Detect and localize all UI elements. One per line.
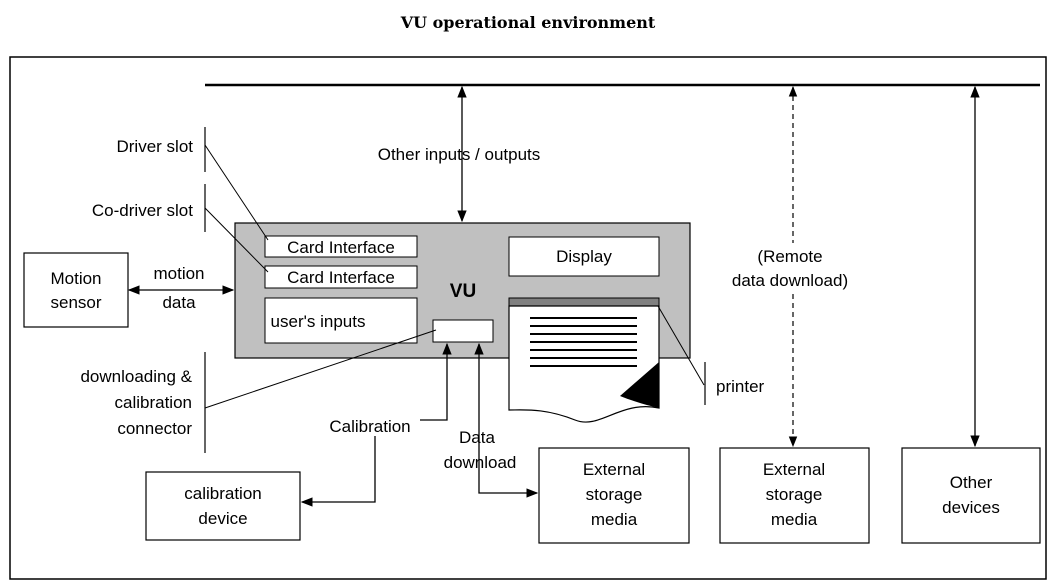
remote-label-1: (Remote (757, 247, 822, 266)
display-box (508, 236, 660, 277)
users-inputs-label: user's inputs (271, 312, 366, 331)
printer-label: printer (716, 377, 765, 396)
calibration-device-box (145, 471, 301, 541)
card-interface-2 (264, 265, 418, 289)
display-label: Display (556, 247, 612, 266)
vu-label: VU (450, 281, 476, 302)
diagram-title: VU operational environment (400, 13, 656, 32)
card-interface-2-label: Card Interface (287, 268, 395, 287)
motion-sensor-label-2: sensor (50, 293, 101, 312)
calibration-label: Calibration (329, 417, 410, 436)
printed-lines (530, 317, 637, 367)
other-devices-label-1: Other (950, 473, 993, 492)
external-storage-a-box (538, 447, 690, 544)
external-storage-b-box (719, 447, 870, 544)
external-storage-a-label-3: media (591, 510, 638, 529)
external-storage-b-label-2: storage (766, 485, 823, 504)
external-storage-a-label-1: External (583, 460, 645, 479)
other-devices-box (901, 447, 1041, 544)
other-io-label: Other inputs / outputs (378, 145, 541, 164)
calibration-device-label-2: device (198, 509, 247, 528)
card-interface-1-label: Card Interface (287, 238, 395, 257)
connector-label-1: downloading & (80, 367, 192, 386)
card-interface-1 (264, 235, 418, 258)
outer-frame (9, 56, 1047, 580)
connector-label-2: calibration (115, 393, 193, 412)
users-inputs-box (264, 297, 418, 344)
printer-leader (657, 305, 705, 386)
motion-data-bg (148, 266, 210, 283)
external-storage-a-label-2: storage (586, 485, 643, 504)
motion-sensor-box (23, 252, 129, 328)
driver-slot-label: Driver slot (116, 137, 193, 156)
data-download-arrow (474, 342, 539, 498)
remote-label-bg (745, 243, 845, 293)
calibration-device-label-1: calibration (184, 484, 262, 503)
data-download-label-2: download (444, 453, 517, 472)
remote-label-2: data download) (732, 271, 848, 290)
connector-label-3: connector (117, 419, 192, 438)
driver-slot-leader (204, 144, 269, 241)
paper-curl (620, 362, 659, 408)
calibration-label-bg (320, 416, 420, 436)
codriver-slot-leader (204, 207, 269, 273)
data-download-label-1: Data (459, 428, 495, 447)
motion-data-label-2: data (162, 293, 196, 312)
motion-data-label-1: motion (153, 264, 204, 283)
codriver-slot-label: Co-driver slot (92, 201, 193, 220)
external-storage-b-label-1: External (763, 460, 825, 479)
external-storage-b-label-3: media (771, 510, 818, 529)
other-devices-label-2: devices (942, 498, 1000, 517)
printer-slot (508, 297, 660, 307)
motion-sensor-label-1: Motion (50, 269, 101, 288)
printer-paper (508, 305, 660, 423)
connector-box (432, 319, 494, 343)
